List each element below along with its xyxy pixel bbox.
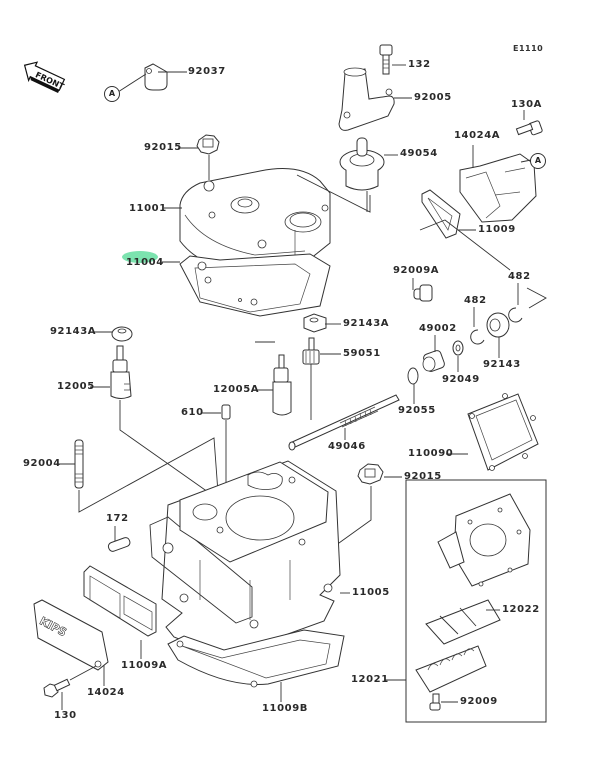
cylinder-part[interactable] [149, 460, 341, 658]
leader-stud [78, 437, 221, 521]
exhaust-valve-left-part[interactable] [110, 345, 132, 399]
exhaust-valve-right-part[interactable] [272, 354, 292, 416]
part-label-482-a[interactable]: 482 [508, 271, 531, 282]
bushing-49002-part[interactable] [422, 349, 445, 372]
screw-92009a-part[interactable] [413, 284, 433, 302]
stud-part[interactable] [74, 439, 84, 489]
part-label-11001[interactable]: 11001 [129, 203, 167, 214]
part-label-59051[interactable]: 59051 [343, 348, 381, 359]
part-label-130a[interactable]: 130A [511, 99, 543, 110]
nut-upper-part[interactable] [196, 134, 220, 180]
part-label-130[interactable]: 130 [54, 710, 77, 721]
diagram-code: E1110 [513, 44, 544, 53]
reed-cage-part[interactable] [437, 493, 531, 587]
part-label-92055[interactable]: 92055 [398, 405, 436, 416]
part-label-92037[interactable]: 92037 [188, 66, 226, 77]
reed-gasket-part[interactable] [467, 393, 539, 471]
kips-cover-right-part[interactable] [459, 153, 537, 223]
part-label-12005[interactable]: 12005 [57, 381, 95, 392]
part-label-172[interactable]: 172 [106, 513, 129, 524]
gasket-11009-part[interactable] [421, 189, 461, 239]
leader-thermostat [296, 174, 371, 213]
part-label-12022[interactable]: 12022 [502, 604, 540, 615]
part-label-92015-upper[interactable]: 92015 [144, 142, 182, 153]
part-label-49054[interactable]: 49054 [400, 148, 438, 159]
part-label-92009[interactable]: 92009 [460, 696, 498, 707]
bolt-130-part[interactable] [43, 665, 97, 698]
oil-seal-part[interactable] [452, 340, 464, 356]
bolt-130a-part[interactable] [515, 120, 543, 136]
clamp-part[interactable] [117, 63, 168, 93]
part-label-92009a[interactable]: 92009A [393, 265, 440, 276]
reed-stopper-part[interactable] [415, 645, 487, 693]
bolt-132-part[interactable] [379, 44, 393, 75]
cylinder-head-part[interactable] [179, 168, 331, 272]
part-label-11009a[interactable]: 11009A [121, 660, 168, 671]
reed-valve-group-box [405, 479, 547, 723]
head-gasket-part[interactable] [179, 253, 331, 317]
part-label-11004[interactable]: 11004 [126, 257, 164, 268]
part-label-11005[interactable]: 11005 [352, 587, 390, 598]
part-label-49046[interactable]: 49046 [328, 441, 366, 452]
part-label-92049[interactable]: 92049 [442, 374, 480, 385]
part-label-110090[interactable]: 110090 [408, 448, 454, 459]
front-arrow-icon: FRONT [23, 61, 66, 93]
kips-cover-left-part[interactable]: KIPS [33, 599, 109, 671]
part-label-92015-lower[interactable]: 92015 [404, 471, 442, 482]
thermostat-part[interactable] [339, 137, 385, 212]
part-label-92005[interactable]: 92005 [414, 92, 452, 103]
part-label-11009[interactable]: 11009 [478, 224, 516, 235]
part-label-92004[interactable]: 92004 [23, 458, 61, 469]
circlip-b-part[interactable] [508, 307, 523, 323]
leader-circlip-bracket [526, 287, 547, 309]
o-ring-part[interactable] [407, 367, 419, 385]
part-label-92143a-left[interactable]: 92143A [50, 326, 97, 337]
part-label-12005a[interactable]: 12005A [213, 384, 260, 395]
reference-marker-left: A [104, 86, 120, 102]
pin-172-part[interactable] [107, 536, 131, 552]
part-label-482-b[interactable]: 482 [464, 295, 487, 306]
reference-marker-right: A [530, 153, 546, 169]
nut-lower-part[interactable] [331, 463, 384, 572]
part-label-11009b[interactable]: 11009B [262, 703, 309, 714]
gear-59051-part[interactable] [302, 337, 320, 365]
collar-92143-part[interactable] [486, 312, 510, 338]
part-label-92143[interactable]: 92143 [483, 359, 521, 370]
valve-shaft-part[interactable] [288, 394, 400, 451]
part-label-14024a[interactable]: 14024A [454, 130, 501, 141]
collar-right-part[interactable] [303, 313, 327, 333]
gasket-left-part[interactable] [83, 565, 157, 637]
leader-valve-left [119, 400, 209, 493]
part-label-92143a-right[interactable]: 92143A [343, 318, 390, 329]
part-label-14024[interactable]: 14024 [87, 687, 125, 698]
base-gasket-part[interactable] [167, 629, 345, 688]
part-label-132[interactable]: 132 [408, 59, 431, 70]
part-label-12021[interactable]: 12021 [351, 674, 389, 685]
leader-gasket-a [419, 219, 511, 271]
leader-lines [58, 64, 532, 710]
reed-petals-part[interactable] [425, 599, 501, 645]
part-label-610[interactable]: 610 [181, 407, 204, 418]
collar-left-part[interactable] [111, 326, 133, 342]
reed-screw-part[interactable] [429, 693, 441, 711]
circlip-a-part[interactable] [470, 329, 485, 345]
part-label-49002[interactable]: 49002 [419, 323, 457, 334]
water-outlet-part[interactable] [338, 67, 395, 131]
